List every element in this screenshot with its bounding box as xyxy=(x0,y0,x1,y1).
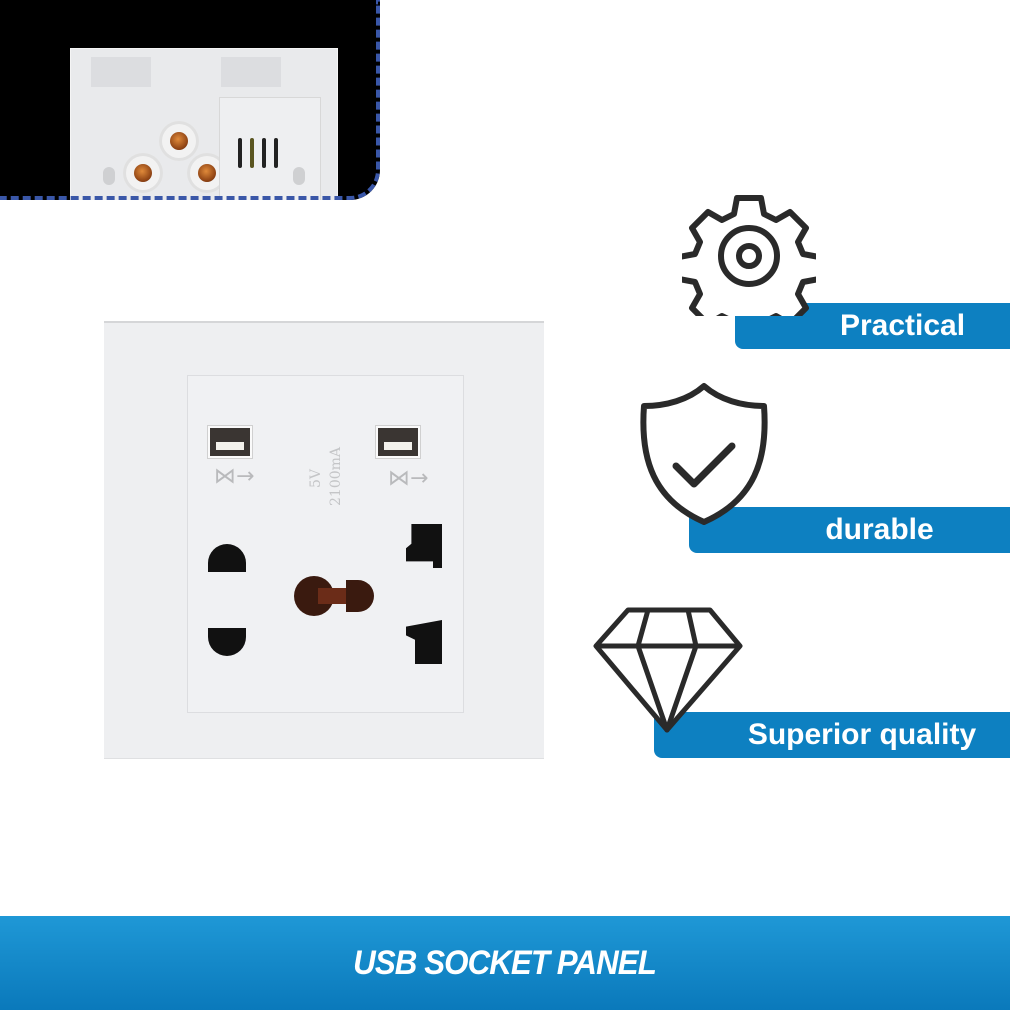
socket-ground-hole xyxy=(294,576,376,616)
usb-module-rear xyxy=(219,97,321,200)
screw-hole xyxy=(103,167,115,185)
socket-hole-bottom-right xyxy=(406,620,442,664)
terminal-live xyxy=(123,153,163,193)
usb-port-left xyxy=(208,426,252,458)
socket-face: ⋈→ ⋈→ 5V 2100mA xyxy=(187,375,464,713)
socket-hole-top-left xyxy=(208,544,246,572)
title-banner: USB SOCKET PANEL xyxy=(0,916,1010,1010)
rating-voltage: 5V xyxy=(308,468,324,488)
feature-label: Superior quality xyxy=(747,718,977,751)
usb-icon: ⋈→ xyxy=(388,466,429,491)
rear-panel-photo xyxy=(70,48,338,200)
feature-label: durable xyxy=(825,513,934,546)
shield-check-icon xyxy=(640,383,768,525)
socket-hole-bottom-left xyxy=(208,628,246,656)
rear-clip xyxy=(91,57,151,87)
feature-label: Practical xyxy=(839,309,966,342)
banner-title: USB SOCKET PANEL xyxy=(353,943,658,982)
terminal-earth xyxy=(159,121,199,161)
usb-icon: ⋈→ xyxy=(214,464,255,489)
rating-label: 5V 2100mA xyxy=(302,406,344,506)
usb-socket-panel: ⋈→ ⋈→ 5V 2100mA xyxy=(104,321,544,758)
screw-hole xyxy=(293,167,305,185)
dashed-border xyxy=(0,0,380,200)
gear-icon xyxy=(682,195,816,316)
socket-hole-top-right xyxy=(406,524,442,568)
diamond-icon xyxy=(593,607,743,733)
rear-view-inset xyxy=(0,0,380,200)
usb-port-right xyxy=(376,426,420,458)
rating-current: 2100mA xyxy=(328,446,344,506)
rear-clip xyxy=(221,57,281,87)
